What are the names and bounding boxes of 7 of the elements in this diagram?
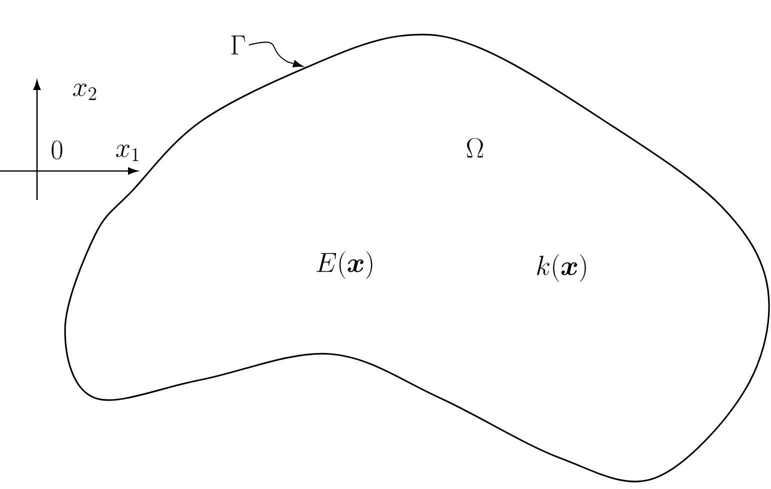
axis-label: $x_1$ [116,144,139,162]
boundary-label: $\Gamma$ [231,36,246,54]
region-label: $\Omega$ [466,138,484,158]
leader-line [248,42,304,68]
region-label: $k(\boldsymbol{x})$ [537,254,586,282]
region-label: $E(\boldsymbol{x})$ [316,251,372,279]
axis-label: $x_2$ [73,84,96,100]
